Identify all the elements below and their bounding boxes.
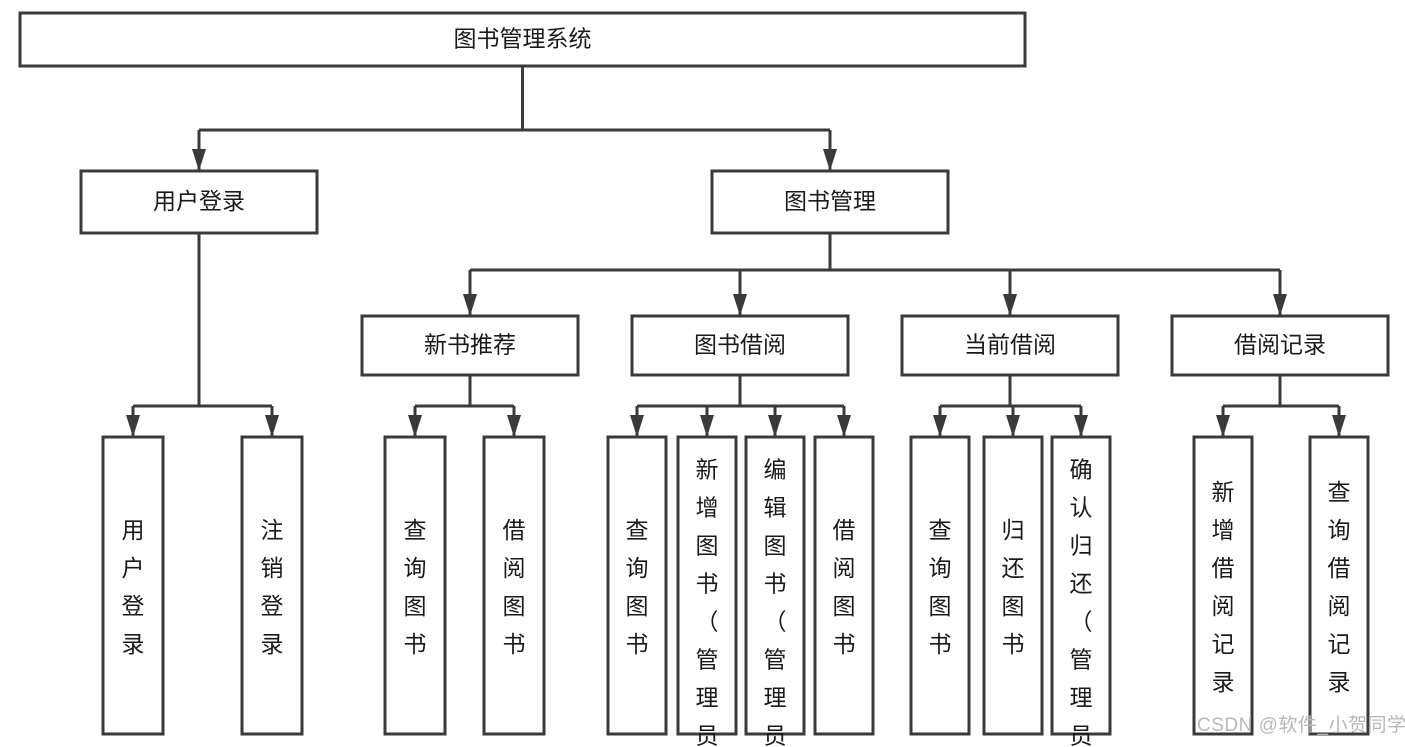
arrow-head-icon xyxy=(463,294,477,316)
node-box xyxy=(909,435,971,736)
node-label: 用户登录 xyxy=(122,517,145,657)
node-user-login[interactable]: 用户登录 xyxy=(79,169,319,235)
node-leaf-query-book-2[interactable]: 查询图书 xyxy=(606,435,668,736)
node-label: 借阅记录 xyxy=(1234,332,1326,358)
node-box xyxy=(710,169,950,235)
node-box xyxy=(1050,435,1112,736)
node-label: 当前借阅 xyxy=(964,332,1056,358)
node-leaf-user-login[interactable]: 用户登录 xyxy=(101,435,165,736)
node-leaf-query-book-1[interactable]: 查询图书 xyxy=(383,435,447,736)
edge-group-user-login xyxy=(126,233,279,437)
arrow-head-icon xyxy=(933,415,947,437)
edge-group-new-book-rec xyxy=(408,375,521,437)
edge-group-root xyxy=(192,66,837,171)
connector-layer xyxy=(126,66,1346,437)
node-box xyxy=(1170,314,1390,377)
node-book-borrow[interactable]: 图书借阅 xyxy=(630,314,850,377)
node-leaf-add-book[interactable]: 新增图书（管理员） xyxy=(676,435,738,747)
arrow-head-icon xyxy=(265,415,279,437)
node-label: 新书推荐 xyxy=(424,332,516,358)
node-box xyxy=(676,435,738,736)
node-box xyxy=(900,314,1120,377)
node-box xyxy=(1192,435,1254,736)
node-label: 查询图书 xyxy=(626,517,649,657)
node-label: 确认归还（管理员） xyxy=(1070,457,1093,747)
node-label: 新增借阅记录 xyxy=(1212,479,1235,695)
node-box xyxy=(360,314,580,377)
node-label: 注销登录 xyxy=(261,517,284,657)
node-box xyxy=(383,435,447,736)
arrow-head-icon xyxy=(1332,415,1346,437)
node-box xyxy=(606,435,668,736)
node-current-borrow[interactable]: 当前借阅 xyxy=(900,314,1120,377)
arrow-head-icon xyxy=(1216,415,1230,437)
arrow-head-icon xyxy=(1006,415,1020,437)
node-box xyxy=(101,435,165,736)
node-leaf-user-logout[interactable]: 注销登录 xyxy=(240,435,304,736)
edge-group-borrow-record xyxy=(1216,375,1346,437)
arrow-head-icon xyxy=(630,415,644,437)
node-leaf-borrow-book-2[interactable]: 借阅图书 xyxy=(813,435,875,736)
node-box xyxy=(482,435,546,736)
node-root-root[interactable]: 图书管理系统 xyxy=(18,11,1027,68)
node-box xyxy=(630,314,850,377)
node-leaf-add-record[interactable]: 新增借阅记录 xyxy=(1192,435,1254,736)
node-leaf-edit-book[interactable]: 编辑图书（管理员） xyxy=(744,435,806,747)
node-label: 新增图书（管理员） xyxy=(696,457,719,747)
node-label: 归还图书 xyxy=(1002,517,1025,657)
node-label: 图书管理系统 xyxy=(454,26,592,52)
arrow-head-icon xyxy=(700,415,714,437)
node-label: 编辑图书（管理员） xyxy=(764,457,787,747)
node-label: 查询图书 xyxy=(404,517,427,657)
edge-group-book-borrow xyxy=(630,375,851,437)
arrow-head-icon xyxy=(768,415,782,437)
node-label: 图书管理 xyxy=(784,188,876,214)
node-box xyxy=(18,11,1027,68)
node-label: 查询图书 xyxy=(929,517,952,657)
node-leaf-query-record[interactable]: 查询借阅记录 xyxy=(1308,435,1370,736)
arrow-head-icon xyxy=(837,415,851,437)
node-new-book-rec[interactable]: 新书推荐 xyxy=(360,314,580,377)
node-leaf-confirm-return[interactable]: 确认归还（管理员） xyxy=(1050,435,1112,747)
arrow-head-icon xyxy=(126,415,140,437)
arrow-head-icon xyxy=(192,149,206,171)
node-box xyxy=(744,435,806,736)
arrow-head-icon xyxy=(823,149,837,171)
node-label: 借阅图书 xyxy=(503,517,526,657)
node-book-manage[interactable]: 图书管理 xyxy=(710,169,950,235)
node-box xyxy=(79,169,319,235)
csdn-watermark: CSDN @软件_小贺同学 xyxy=(1197,714,1405,736)
node-borrow-record[interactable]: 借阅记录 xyxy=(1170,314,1390,377)
arrow-head-icon xyxy=(1003,294,1017,316)
node-leaf-return-book[interactable]: 归还图书 xyxy=(982,435,1044,736)
arrow-head-icon xyxy=(1074,415,1088,437)
node-label: 用户登录 xyxy=(153,188,245,214)
edge-group-current-borrow xyxy=(933,375,1088,437)
node-box xyxy=(1308,435,1370,736)
node-label: 图书借阅 xyxy=(694,332,786,358)
arrow-head-icon xyxy=(507,415,521,437)
node-box xyxy=(240,435,304,736)
node-box xyxy=(982,435,1044,736)
node-label: 借阅图书 xyxy=(833,517,856,657)
node-leaf-borrow-book-1[interactable]: 借阅图书 xyxy=(482,435,546,736)
arrow-head-icon xyxy=(733,294,747,316)
edge-group-book-manage xyxy=(463,233,1287,316)
node-leaf-query-book-3[interactable]: 查询图书 xyxy=(909,435,971,736)
node-box xyxy=(813,435,875,736)
node-label: 查询借阅记录 xyxy=(1328,479,1351,695)
arrow-head-icon xyxy=(1273,294,1287,316)
node-layer: 图书管理系统用户登录图书管理新书推荐图书借阅当前借阅借阅记录用户登录注销登录查询… xyxy=(18,11,1390,747)
arrow-head-icon xyxy=(408,415,422,437)
